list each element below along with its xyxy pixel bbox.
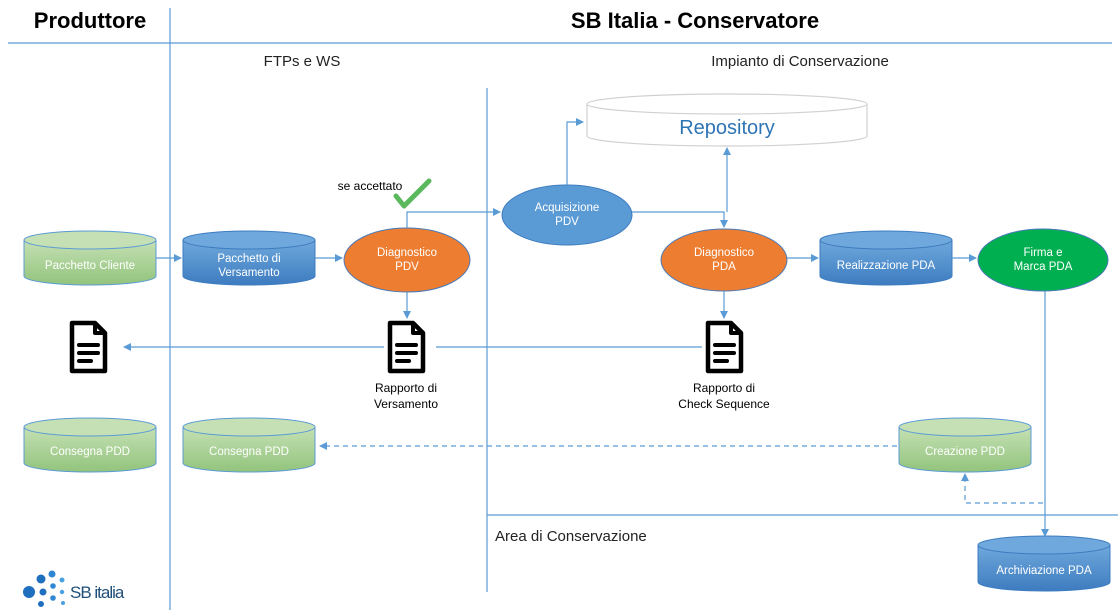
deposit-package-label-2: Versamento: [218, 267, 279, 279]
ftp-section-label: FTPs e WS: [264, 53, 341, 70]
connectors: [123, 118, 1049, 537]
deposit-report-label-2: Versamento: [374, 397, 438, 411]
sign-pda-node: Firma e Marca PDA: [977, 228, 1109, 292]
acq-pdv-label-2: PDV: [555, 216, 579, 228]
edge-diagpdv-to-acq: [406, 208, 501, 228]
deliver-pdd-producer-node: Consegna PDD: [23, 417, 157, 473]
sb-italia-logo: SB italia: [23, 570, 126, 607]
accepted-annotation: se accettato: [338, 179, 403, 193]
edge-archive-to-create-pdd: [961, 473, 1043, 504]
plant-section-label: Impianto di Conservazione: [711, 53, 889, 70]
conservator-heading: SB Italia - Conservatore: [571, 8, 819, 33]
edge-acq-to-diagpda: [632, 211, 728, 228]
diag-pdv-label-1: Diagnostico: [377, 247, 437, 259]
diag-pdv-label-2: PDV: [395, 261, 419, 273]
producer-report-icon: [72, 323, 105, 371]
diag-pda-label-2: PDA: [712, 261, 736, 273]
check-report-label-1: Rapporto di: [693, 381, 755, 395]
deliver-pdd-ftp-node: Consegna PDD: [182, 417, 316, 473]
archive-pda-node: Archiviazione PDA: [977, 535, 1111, 592]
archive-pda-label: Archiviazione PDA: [996, 565, 1092, 577]
deliver-pdd-ftp-label: Consegna PDD: [209, 446, 289, 458]
acq-pdv-node: Acquisizione PDV: [501, 184, 633, 246]
repository-label: Repository: [679, 117, 775, 139]
diag-pdv-node: Diagnostico PDV: [343, 227, 471, 293]
diag-pda-node: Diagnostico PDA: [660, 228, 788, 292]
check-report-icon: [708, 323, 741, 371]
acq-pdv-label-1: Acquisizione: [535, 202, 600, 214]
create-pdd-node: Creazione PDD: [898, 417, 1032, 473]
deposit-package-label-1: Pacchetto di: [217, 253, 280, 265]
check-icon: [393, 178, 432, 209]
create-pdd-label: Creazione PDD: [925, 446, 1005, 458]
deposit-report-label-1: Rapporto di: [375, 381, 437, 395]
repository-node: Repository: [586, 93, 868, 147]
sign-pda-label-2: Marca PDA: [1014, 261, 1073, 273]
diag-pda-label-1: Diagnostico: [694, 247, 754, 259]
client-package-node: Pacchetto Cliente: [23, 230, 157, 286]
producer-heading: Produttore: [34, 8, 146, 33]
deposit-report-icon: [390, 323, 423, 371]
real-pda-node: Realizzazione PDA: [819, 230, 953, 286]
client-package-label: Pacchetto Cliente: [45, 260, 135, 272]
sign-pda-label-1: Firma e: [1024, 247, 1063, 259]
deliver-pdd-producer-label: Consegna PDD: [50, 446, 130, 458]
area-section-label: Area di Conservazione: [495, 528, 647, 545]
real-pda-label: Realizzazione PDA: [837, 260, 936, 272]
logo-text: SB italia: [70, 583, 125, 602]
check-report-label-2: Check Sequence: [678, 397, 770, 411]
deposit-package-node: Pacchetto di Versamento: [182, 230, 316, 286]
edge-acq-to-repository: [566, 118, 584, 185]
